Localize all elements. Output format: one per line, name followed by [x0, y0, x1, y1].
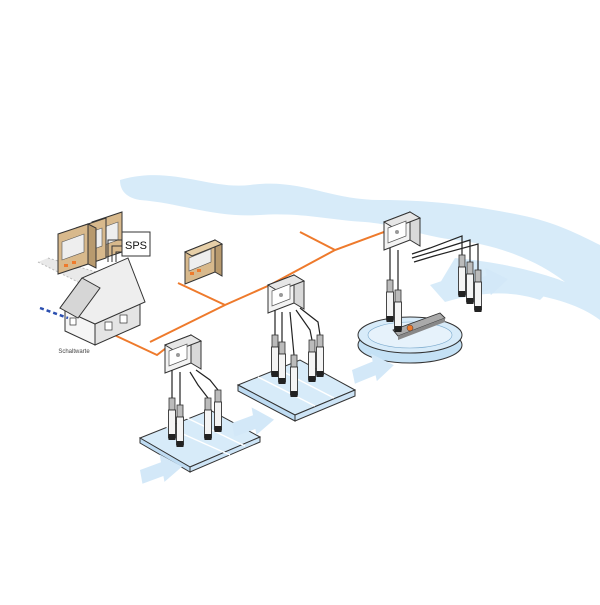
- probe-cables-2: [274, 307, 321, 356]
- data-link: [39, 306, 69, 320]
- probe-cables-1: [171, 369, 219, 405]
- signal-cable-network: [109, 231, 385, 357]
- probe-cables-3: [389, 235, 479, 290]
- control-building-icon: [59, 257, 146, 346]
- transmitter-controller-icon: [164, 334, 202, 374]
- control-room-label: Schaltwarte: [58, 349, 90, 355]
- river: [120, 175, 600, 320]
- sps-label: SPS: [125, 240, 147, 252]
- aeration-basin-1: [138, 409, 262, 473]
- clarifier-tank: [357, 312, 463, 364]
- transmitter-controller-icon: [267, 274, 305, 314]
- sps-plc-box: SPS: [107, 231, 151, 262]
- panel-controller: [183, 239, 224, 285]
- rack-controllers: [57, 211, 123, 275]
